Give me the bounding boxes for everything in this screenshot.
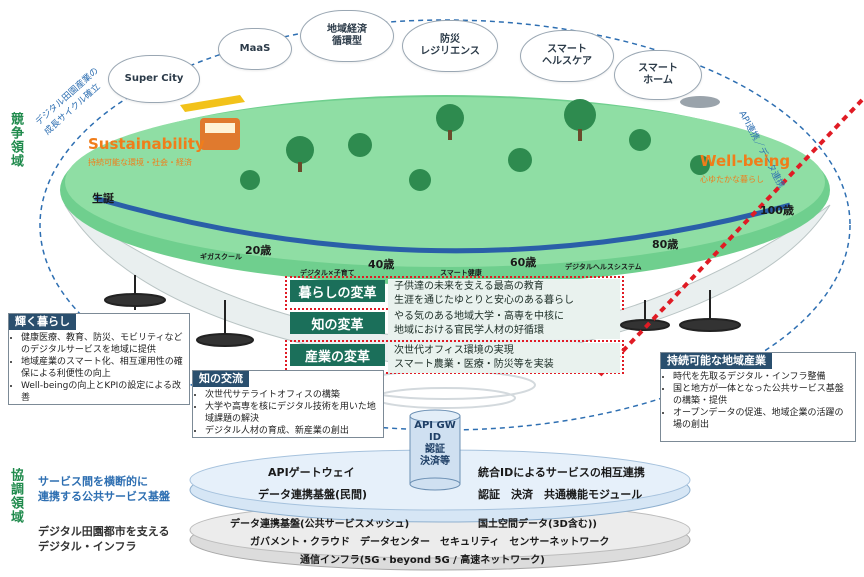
- reform-sangyo-item-1: 次世代オフィス環境の実現: [394, 345, 514, 356]
- reform-sangyo-frame: [285, 340, 624, 374]
- infra-cloud-line: ガバメント・クラウド データセンター セキュリティ センサーネットワーク: [250, 537, 610, 548]
- platform-api-gateway: APIゲートウェイ: [268, 466, 355, 479]
- infra-caption: デジタル田園都市を支える デジタル・インフラ: [38, 525, 170, 553]
- reform-sangyo-title: 産業の変革: [290, 344, 385, 366]
- infra-geo-data: 国土空間データ(3D含む)): [478, 519, 597, 530]
- jizoku-item-2: 国と地方が一体となった公共サービス基盤の構築・提供: [673, 383, 851, 407]
- platform-id-link: 統合IDによるサービスの相互連携: [478, 466, 645, 479]
- reform-kurashi-items: 子供達の未来を支える最高の教育 生涯を通じたゆとりと安心のある暮らし: [388, 279, 620, 309]
- cloud-maas: MaaS: [218, 28, 292, 70]
- gateway-id: ID: [428, 432, 442, 443]
- reform-chi-item-1: やる気のある地域大学・高専を中核に: [394, 311, 564, 322]
- reform-chi-title: 知の変革: [290, 312, 385, 334]
- reform-kurashi-item-2: 生涯を通じたゆとりと安心のある暮らし: [394, 295, 574, 306]
- kagayaku-item-1: 健康医療、教育、防災、モビリティなどのデジタルサービスを地域に提供: [21, 332, 185, 356]
- kagayaku-item-2: 地域産業のスマート化、相互運用性の確保による利便性の向上: [21, 356, 185, 380]
- timeline-age-100: 100歳: [760, 204, 794, 217]
- timeline-age-20: 20歳: [245, 244, 272, 257]
- reform-sangyo-items: 次世代オフィス環境の実現 スマート農業・医療・防災等を実装: [388, 343, 620, 373]
- gateway-payment: 決済等: [420, 456, 450, 467]
- wellbeing-subtitle: 心ゆたかな暮らし: [700, 175, 764, 184]
- cloud-smart-healthcare: スマート ヘルスケア: [520, 30, 614, 82]
- timeline-mini-system: デジタルヘルスシステム: [565, 263, 642, 271]
- gateway-api: API GW: [414, 420, 456, 431]
- platform-common-modules: 認証 決済 共通機能モジュール: [478, 488, 643, 501]
- jizoku-item-1: 時代を先取るデジタル・インフラ整備: [673, 371, 851, 383]
- jizoku-sangyo-box: 持続可能な地域産業 時代を先取るデジタル・インフラ整備 国と地方が一体となった公…: [660, 352, 856, 442]
- gateway-label: API GW ID 認証 決済等: [410, 420, 460, 468]
- infra-data-mesh: データ連携基盤(公共サービスメッシュ): [230, 519, 410, 530]
- platform-data-link: データ連携基盤(民間): [258, 488, 368, 501]
- cooperation-area-label: 協調領域: [8, 468, 23, 524]
- reform-chi-items: やる気のある地域大学・高専を中核に 地域における官民学人材の好循環: [388, 309, 620, 339]
- platform-caption: サービス間を横断的に 連携する公共サービス基盤: [38, 475, 170, 503]
- gateway-auth: 認証: [425, 444, 445, 455]
- chi-no-koryu-title: 知の交流: [193, 371, 249, 387]
- infra-network-line: 通信インフラ(5G・beyond 5G / 高速ネットワーク): [300, 555, 545, 566]
- timeline-mini-health: スマート健康: [440, 269, 482, 277]
- timeline-age-80: 80歳: [652, 238, 679, 251]
- sustainability-subtitle: 持続可能な環境・社会・経済: [88, 158, 192, 167]
- timeline-mini-child: デジタル×子育て: [300, 269, 355, 277]
- reform-sangyo-item-2: スマート農業・医療・防災等を実装: [394, 359, 554, 370]
- cloud-regional-economy: 地域経済 循環型: [300, 10, 394, 62]
- jizoku-sangyo-title: 持続可能な地域産業: [661, 353, 772, 369]
- koryu-item-1: 次世代サテライトオフィスの構築: [205, 389, 379, 401]
- cloud-smart-home: スマート ホーム: [614, 50, 702, 100]
- kagayaku-kurashi-title: 輝く暮らし: [9, 314, 76, 330]
- reform-kurashi-title: 暮らしの変革: [290, 280, 385, 302]
- kagayaku-item-3: Well-beingの向上とKPIの設定による改善: [21, 380, 185, 404]
- competition-area-label: 競争領域: [8, 112, 23, 168]
- jizoku-item-3: オープンデータの促進、地域企業の活躍の場の創出: [673, 407, 851, 431]
- kagayaku-kurashi-box: 輝く暮らし 健康医療、教育、防災、モビリティなどのデジタルサービスを地域に提供 …: [8, 313, 190, 405]
- timeline-mini-giga: ギガスクール: [200, 253, 242, 261]
- koryu-item-3: デジタル人材の育成、新産業の創出: [205, 425, 379, 437]
- timeline-age-60: 60歳: [510, 256, 537, 269]
- timeline-age-40: 40歳: [368, 258, 395, 271]
- sustainability-title: Sustainability: [88, 135, 205, 153]
- chi-no-koryu-box: 知の交流 次世代サテライトオフィスの構築 大学や高専を核にデジタル技術を用いた地…: [192, 370, 384, 438]
- cloud-super-city: Super City: [108, 55, 200, 103]
- reform-chi-item-2: 地域における官民学人材の好循環: [394, 325, 544, 336]
- cloud-disaster-resilience: 防災 レジリエンス: [402, 20, 498, 72]
- wellbeing-title: Well-being: [700, 152, 791, 170]
- timeline-birth: 生誕: [92, 192, 114, 205]
- reform-kurashi-item-1: 子供達の未来を支える最高の教育: [394, 281, 544, 292]
- koryu-item-2: 大学や高専を核にデジタル技術を用いた地域課題の解決: [205, 401, 379, 425]
